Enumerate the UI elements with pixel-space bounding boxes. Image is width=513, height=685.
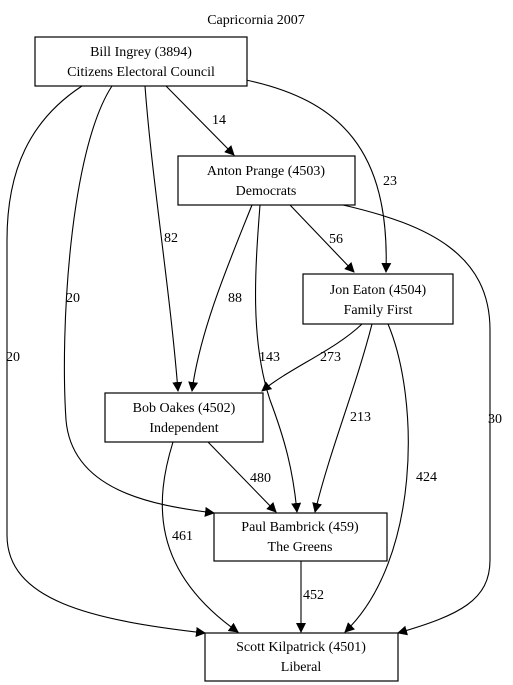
edge-label-eaton-kilpatrick: 424	[416, 470, 437, 485]
edge-label-eaton-bambrick: 213	[350, 410, 371, 425]
edge-label-prange-bambrick: 143	[259, 350, 280, 365]
node-box	[177, 155, 356, 206]
node-kilpatrick: Scott Kilpatrick (4501) Liberal	[204, 632, 399, 682]
edge-ingrey-bambrick	[63, 85, 215, 517]
node-box	[213, 512, 388, 562]
node-name: Bob Oakes (4502)	[133, 401, 236, 416]
edge-label-ingrey-kilpatrick: 20	[6, 350, 20, 365]
node-party: Citizens Electoral Council	[67, 65, 215, 80]
node-name: Anton Prange (4503)	[207, 164, 326, 179]
edge-label-prange-eaton: 56	[329, 232, 343, 247]
edge-eaton-bambrick	[312, 323, 373, 513]
node-box	[204, 632, 399, 682]
node-party: Democrats	[236, 184, 297, 199]
diagram-title: Capricornia 2007	[207, 13, 305, 28]
node-oakes: Bob Oakes (4502) Independent	[104, 392, 264, 443]
edge-ingrey-eaton	[245, 79, 392, 273]
edge-prange-oakes	[188, 204, 253, 392]
edge-ingrey-prange	[165, 85, 235, 156]
edge-ingrey-kilpatrick	[6, 85, 206, 637]
edge-label-ingrey-bambrick: 20	[66, 291, 80, 306]
node-ingrey: Bill Ingrey (3894) Citizens Electoral Co…	[34, 36, 248, 87]
node-name: Jon Eaton (4504)	[330, 283, 427, 298]
edge-eaton-oakes	[261, 323, 363, 392]
node-party: Independent	[149, 421, 218, 436]
node-box	[104, 392, 264, 443]
node-name: Bill Ingrey (3894)	[90, 45, 192, 60]
edge-eaton-kilpatrick	[344, 323, 409, 633]
edge-label-prange-kilpatrick: 30	[488, 412, 502, 427]
edge-label-eaton-oakes: 273	[320, 350, 341, 365]
edge-label-bambrick-kilpatrick: 452	[303, 588, 324, 603]
node-party: The Greens	[268, 540, 333, 555]
node-eaton: Jon Eaton (4504) Family First	[302, 273, 454, 325]
edge-label-ingrey-oakes: 82	[164, 231, 178, 246]
node-name: Paul Bambrick (459)	[241, 520, 359, 535]
node-box	[302, 273, 454, 325]
node-bambrick: Paul Bambrick (459) The Greens	[213, 512, 388, 562]
edge-label-ingrey-eaton: 23	[383, 174, 397, 189]
edge-prange-kilpatrick	[342, 204, 491, 636]
node-party: Liberal	[281, 660, 322, 675]
node-name: Scott Kilpatrick (4501)	[236, 640, 366, 655]
edge-ingrey-oakes	[144, 85, 183, 392]
edge-oakes-bambrick	[207, 441, 277, 513]
node-prange: Anton Prange (4503) Democrats	[177, 155, 356, 206]
edges: 14 23 82 20 20 56 88 143 30 273 213 424 …	[6, 79, 502, 637]
edge-label-oakes-kilpatrick: 461	[172, 529, 193, 544]
edge-label-prange-oakes: 88	[228, 291, 242, 306]
edge-oakes-kilpatrick	[161, 441, 239, 633]
edge-prange-eaton	[289, 204, 355, 273]
node-box	[34, 36, 248, 87]
edge-label-ingrey-prange: 14	[212, 113, 226, 128]
node-party: Family First	[344, 303, 413, 318]
edge-label-oakes-bambrick: 480	[250, 471, 271, 486]
